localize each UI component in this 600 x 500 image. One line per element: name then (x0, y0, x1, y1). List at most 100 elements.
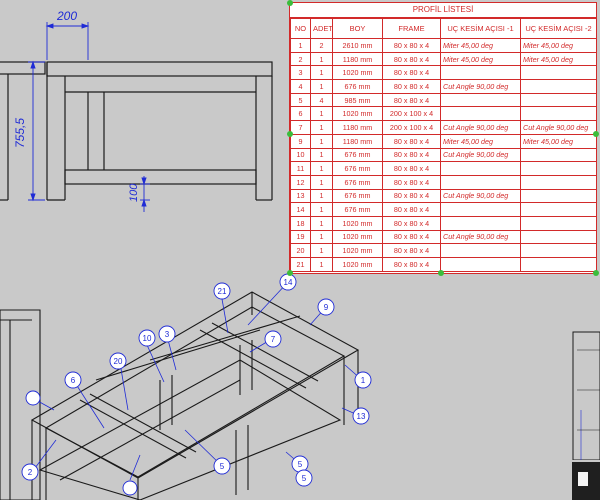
selection-handle[interactable] (287, 270, 293, 276)
table-cell: 1 (310, 106, 333, 122)
col-header: UÇ KESİM AÇISI -2 (520, 18, 597, 39)
table-cell: 1 (310, 243, 333, 258)
table-cell: 80 x 80 x 4 (382, 243, 441, 258)
table-cell (440, 202, 521, 217)
table-cell: 21 (290, 257, 311, 272)
selection-handle[interactable] (593, 270, 599, 276)
table-cell (440, 65, 521, 81)
table-cell: 676 mm (332, 188, 383, 204)
table-cell: 1020 mm (332, 229, 383, 245)
table-cell (520, 257, 597, 272)
table-title: PROFİL LİSTESİ (290, 3, 596, 18)
part-balloon: 21 (213, 282, 231, 300)
col-header: FRAME (382, 18, 441, 39)
part-balloon: 9 (317, 298, 335, 316)
part-balloon: 6 (64, 371, 82, 389)
table-cell: 80 x 80 x 4 (382, 215, 441, 231)
table-cell: Miter 45,00 deg (520, 51, 597, 67)
svg-text:5: 5 (298, 460, 303, 469)
table-cell: 80 x 80 x 4 (382, 202, 441, 217)
table-cell: 1180 mm (332, 120, 383, 135)
table-cell: 1 (310, 202, 333, 217)
table-cell: 11 (290, 161, 311, 176)
table-cell: 10 (290, 147, 311, 163)
svg-text:5: 5 (302, 474, 307, 483)
view-thumbnail[interactable] (572, 462, 600, 500)
table-cell: 1 (310, 147, 333, 163)
table-cell: 2 (310, 38, 333, 53)
table-cell (520, 147, 597, 163)
table-cell: 676 mm (332, 161, 383, 176)
table-cell: 200 x 100 x 4 (382, 120, 441, 135)
table-header-row: NO ADET BOY FRAME UÇ KESİM AÇISI -1 UÇ K… (290, 18, 597, 39)
table-cell (440, 257, 521, 272)
selection-handle[interactable] (438, 270, 444, 276)
table-cell: 80 x 80 x 4 (382, 161, 441, 176)
table-cell (520, 65, 597, 81)
selection-handle[interactable] (287, 0, 293, 6)
svg-text:9: 9 (324, 303, 329, 312)
table-cell (520, 174, 597, 190)
table-cell: 9 (290, 133, 311, 149)
front-view (0, 61, 273, 201)
dim-height-small: 100 (128, 183, 140, 202)
table-cell: 1 (310, 51, 333, 67)
table-cell: Miter 45,00 deg (440, 38, 521, 53)
col-header: BOY (332, 18, 383, 39)
part-balloon: 13 (352, 407, 370, 425)
part-balloon: 7 (264, 330, 282, 348)
balloon-leaders (31, 281, 363, 481)
table-cell: 80 x 80 x 4 (382, 188, 441, 204)
table-cell: 1180 mm (332, 133, 383, 149)
selection-handle[interactable] (593, 131, 599, 137)
svg-text:20: 20 (114, 357, 123, 366)
table-cell (440, 161, 521, 176)
table-cell: 80 x 80 x 4 (382, 92, 441, 108)
table-cell: 80 x 80 x 4 (382, 174, 441, 190)
part-balloon: 5 (213, 457, 231, 475)
table-cell: 18 (290, 215, 311, 231)
svg-text:7: 7 (271, 335, 276, 344)
table-cell: 1 (310, 215, 333, 231)
selection-handle[interactable] (287, 131, 293, 137)
table-cell: Cut Angle 90,00 deg (440, 147, 521, 163)
table-cell: 6 (290, 106, 311, 122)
part-balloon: 14 (279, 273, 297, 291)
table-cell: 676 mm (332, 174, 383, 190)
col-header: ADET (310, 18, 333, 39)
profile-list-table[interactable]: PROFİL LİSTESİ NO ADET BOY FRAME UÇ KESİ… (289, 2, 597, 274)
svg-text:1: 1 (361, 376, 366, 385)
part-balloon: 5 (295, 469, 313, 487)
table-cell: 1 (310, 120, 333, 135)
col-header: NO (290, 18, 311, 39)
table-cell: 1180 mm (332, 51, 383, 67)
table-cell: 1020 mm (332, 257, 383, 272)
table-cell: 1 (310, 161, 333, 176)
table-cell: 4 (290, 79, 311, 94)
table-cell: Cut Angle 90,00 deg (440, 229, 521, 245)
table-cell: 5 (290, 92, 311, 108)
table-cell (520, 229, 597, 245)
table-cell: 14 (290, 202, 311, 217)
table-cell: 2 (290, 51, 311, 67)
table-cell: 12 (290, 174, 311, 190)
table-cell: 80 x 80 x 4 (382, 257, 441, 272)
part-balloon: 2 (21, 463, 39, 481)
table-cell: Miter 45,00 deg (440, 51, 521, 67)
table-cell: 1 (290, 38, 311, 53)
table-cell: 1 (310, 174, 333, 190)
col-header: UÇ KESİM AÇISI -1 (440, 18, 521, 39)
table-cell (520, 79, 597, 94)
table-cell: 1 (310, 229, 333, 245)
